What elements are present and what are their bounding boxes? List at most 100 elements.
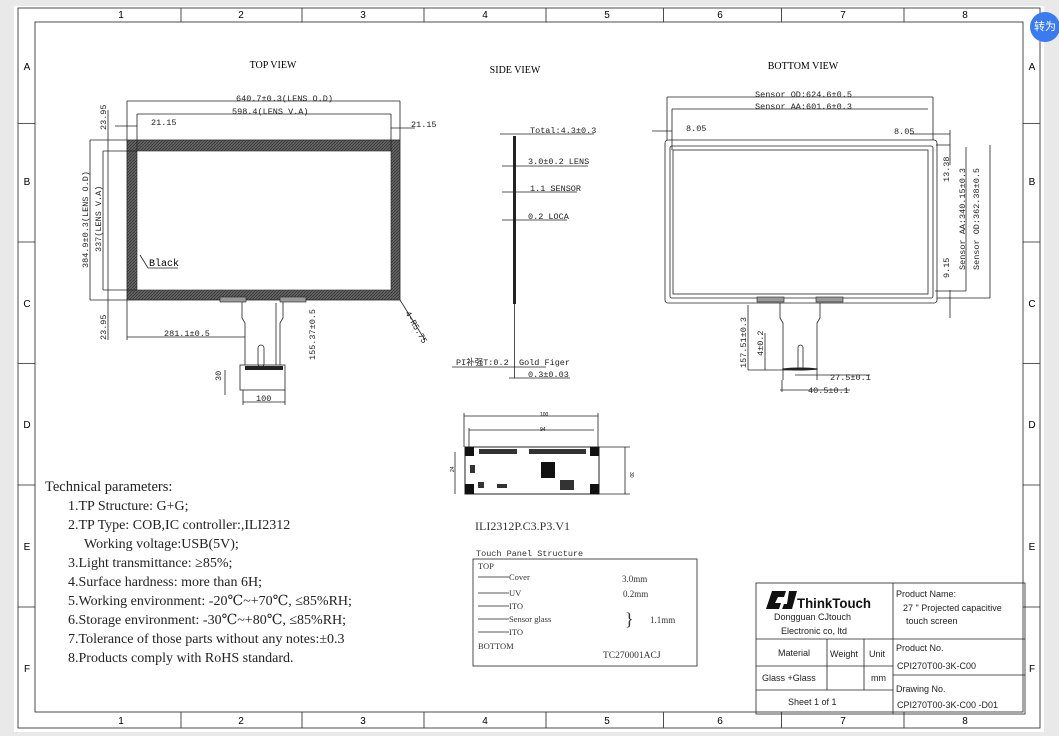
- product-no-label: Product No.: [896, 643, 944, 653]
- tech-param-item: 6.Storage environment: -30℃~+80℃, ≤85%RH…: [68, 613, 346, 628]
- structure-layer: ITO: [509, 627, 523, 637]
- bottom-view: BOTTOM VIEW Sensor OD:624.6±0.5 Sensor A…: [652, 61, 991, 396]
- row-label: A: [1029, 62, 1036, 73]
- touch-panel-structure: Touch Panel Structure TOP CoverUVITOSens…: [472, 549, 698, 667]
- company-name-line2: Electronic co, ltd: [781, 626, 847, 636]
- column-label: 2: [238, 716, 244, 727]
- sheet-number: Sheet 1 of 1: [788, 697, 837, 707]
- structure-code: TC270001ACJ: [603, 651, 661, 661]
- structure-top-label: TOP: [478, 561, 494, 571]
- left-margin-dim: 21.15: [151, 118, 177, 128]
- bottom-left-margin-dim: 8.05: [686, 124, 706, 134]
- row-label: B: [24, 177, 31, 188]
- lens-va-height-dim: 337(LENS V.A): [94, 186, 104, 252]
- lens-thickness-dim: 3.0±0.2 LENS: [528, 157, 589, 167]
- row-label: F: [1029, 664, 1035, 675]
- sheet: [14, 6, 1044, 732]
- column-label: 1: [118, 716, 124, 727]
- bottom-top-margin-dim: 13.38: [942, 156, 952, 182]
- finger-width-dim: 27.5±0.1: [830, 373, 871, 383]
- bottom-right-margin-dim: 8.05: [894, 127, 914, 137]
- pcb-width-inner-dim: 94: [540, 427, 546, 433]
- fpc-width-dim: 40.5±0.1: [808, 386, 849, 396]
- board-height-dim: 30: [214, 371, 224, 381]
- column-label: 4: [482, 716, 488, 727]
- material-label: Material: [778, 648, 810, 658]
- sensor-od-width-dim: Sensor OD:624.6±0.5: [755, 90, 852, 100]
- svg-text:ThinkTouch: ThinkTouch: [797, 595, 871, 611]
- right-margin-dim: 21.15: [411, 120, 437, 130]
- lens-va-width-dim: 598.4(LENS V.A): [232, 107, 309, 117]
- top-margin-dim: 23.95: [99, 104, 109, 130]
- row-label: C: [23, 299, 30, 310]
- outer-frame: [17, 7, 1041, 729]
- row-label: F: [24, 664, 30, 675]
- pcb-model-label: ILI2312P.C3.P3.V1: [475, 519, 570, 533]
- tech-param-item: 4.Surface hardness: more than 6H;: [68, 575, 262, 590]
- loca-thickness-dim: 0.2 LOCA: [528, 212, 570, 222]
- material-value: Glass +Glass: [762, 673, 816, 683]
- sensor-od-height-dim: Sensor OD:362.38±0.5: [972, 168, 982, 270]
- tech-param-item: 3.Light transmittance: ≥85%;: [68, 556, 232, 571]
- lens-od-height-dim: 384.9±0.3(LENS O.D): [81, 171, 91, 268]
- column-label: 6: [717, 716, 723, 727]
- inner-frame: [34, 21, 1024, 713]
- technical-parameters: Technical parameters: 1.TP Structure: G+…: [45, 479, 352, 666]
- tech-param-item: 1.TP Structure: G+G;: [68, 499, 189, 514]
- top-view: TOP VIEW 640.7±0.3(LENS O.D) 598.4(LENS …: [81, 60, 437, 405]
- company-name: Dongguan CJtouch: [774, 612, 851, 622]
- column-label: 8: [962, 10, 968, 21]
- structure-layer: UV: [509, 588, 522, 598]
- row-label: D: [23, 420, 30, 431]
- column-label: 5: [604, 10, 610, 21]
- sensor-thickness-dim: 1.1 SENSOR: [530, 184, 581, 194]
- tech-param-item: 2.TP Type: COB,IC controller:,ILI2312: [68, 518, 290, 533]
- sensor-aa-width-dim: Sensor AA:601.6±0.3: [755, 102, 852, 112]
- bottom-margin-dim: 23.95: [99, 314, 109, 340]
- fpc-length-dim: 155.37±0.5: [308, 309, 318, 360]
- column-label: 3: [360, 10, 366, 21]
- row-label: C: [1028, 299, 1035, 310]
- svg-text:}: }: [625, 609, 634, 629]
- top-view-title: TOP VIEW: [250, 60, 297, 71]
- product-name: 27 " Projected capacitive: [903, 603, 1002, 613]
- black-border-label: Black: [149, 258, 179, 270]
- title-block: ThinkTouch Dongguan CJtouch Electronic c…: [755, 582, 1026, 715]
- row-label: E: [24, 542, 31, 553]
- tech-param-item: 5.Working environment: -20℃~+70℃, ≤85%RH…: [68, 594, 352, 609]
- bottom-fpc-length-dim: 157.51±0.3: [739, 317, 749, 368]
- column-label: 6: [717, 10, 723, 21]
- side-view-title: SIDE VIEW: [490, 65, 541, 76]
- structure-title: Touch Panel Structure: [476, 549, 583, 559]
- pcb-drawing: 100 94 24 30 ILI2312P.C3.P3.V1: [450, 412, 634, 533]
- stiffener-dim: 4±0.2: [756, 330, 766, 356]
- column-label: 7: [840, 10, 846, 21]
- convert-badge-button[interactable]: 转为: [1030, 12, 1059, 42]
- drawing-no: CPI270T00-3K-C00 -D01: [897, 700, 998, 710]
- column-label: 5: [604, 716, 610, 727]
- column-label: 4: [482, 10, 488, 21]
- row-label: A: [24, 62, 31, 73]
- sensor-glass-thickness: 1.1mm: [650, 615, 675, 625]
- tech-param-item: Working voltage:USB(5V);: [84, 537, 239, 552]
- pcb-height-right-dim: 30: [628, 472, 634, 478]
- cover-thickness: 3.0mm: [622, 574, 647, 584]
- product-name-line2: touch screen: [906, 616, 958, 626]
- pi-stiffener-label: PI补强T:0.2: [456, 357, 509, 368]
- column-label: 1: [118, 10, 124, 21]
- unit-label: Unit: [869, 649, 886, 659]
- column-label: 3: [360, 716, 366, 727]
- bottom-view-title: BOTTOM VIEW: [768, 61, 839, 72]
- row-label: B: [1029, 177, 1036, 188]
- product-name-label: Product Name:: [896, 589, 956, 599]
- tech-param-item: 7.Tolerance of those parts without any n…: [68, 632, 345, 647]
- structure-layer: ITO: [509, 601, 523, 611]
- structure-layer: Sensor glass: [509, 614, 551, 624]
- product-no: CPI270T00-3K-C00: [897, 661, 976, 671]
- board-width-dim: 100: [256, 394, 271, 404]
- uv-thickness: 0.2mm: [623, 589, 648, 599]
- tech-params-title: Technical parameters:: [45, 479, 172, 495]
- row-label: E: [1029, 542, 1036, 553]
